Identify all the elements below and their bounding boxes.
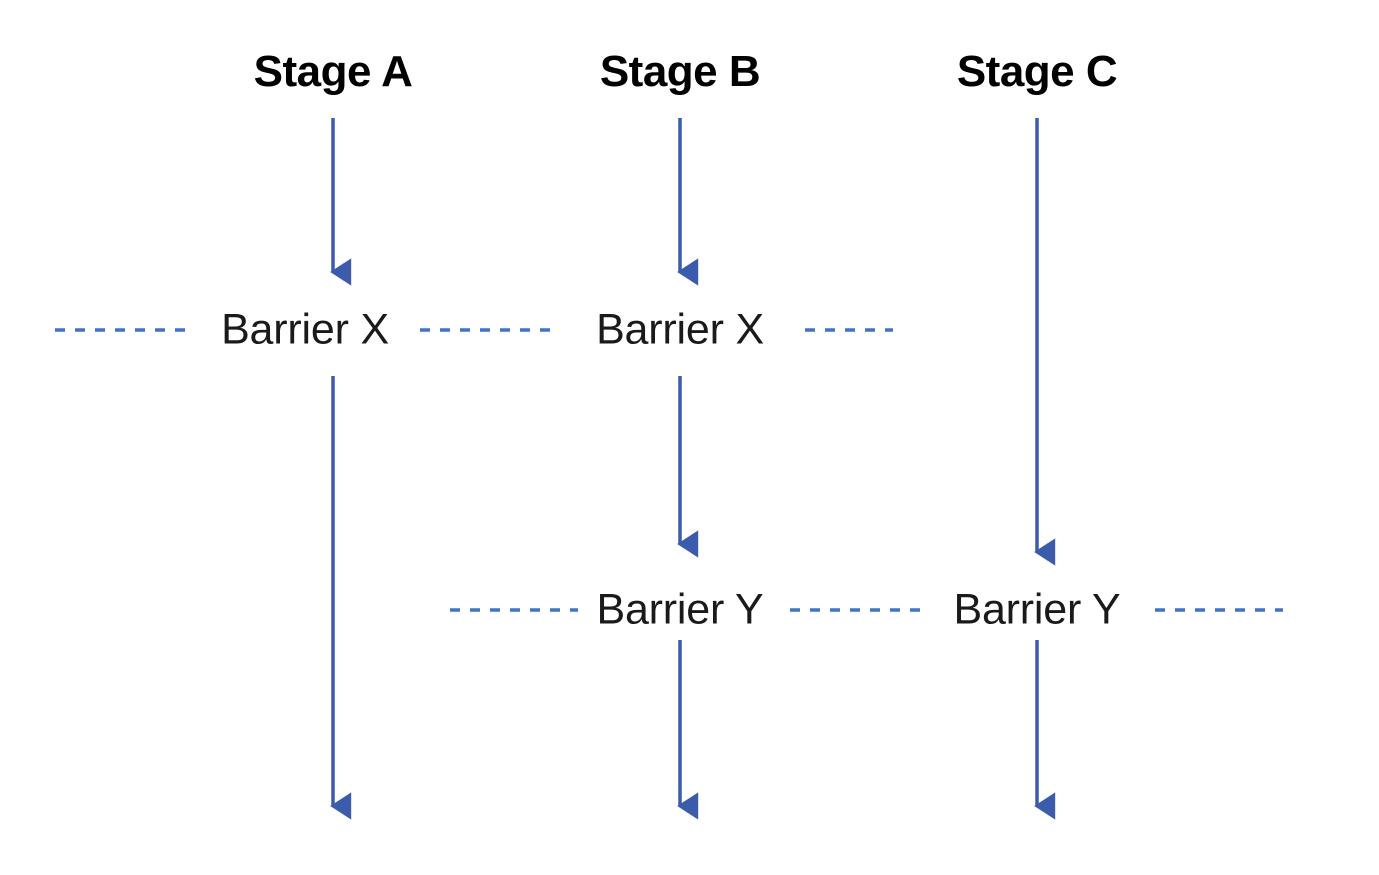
stage-label-a: Stage A <box>253 47 413 96</box>
stage-label-b: Stage B <box>599 47 761 96</box>
dashed-lines-group <box>55 328 1283 612</box>
barrier-label-barrier-y-1: Barrier Y <box>586 585 774 635</box>
barrier-label-barrier-x-2: Barrier X <box>586 305 774 355</box>
barrier-label-barrier-y-2: Barrier Y <box>943 585 1131 635</box>
stage-label-c: Stage C <box>956 47 1118 96</box>
barrier-label-barrier-x-1: Barrier X <box>211 305 399 355</box>
arrows-group <box>330 118 1056 820</box>
